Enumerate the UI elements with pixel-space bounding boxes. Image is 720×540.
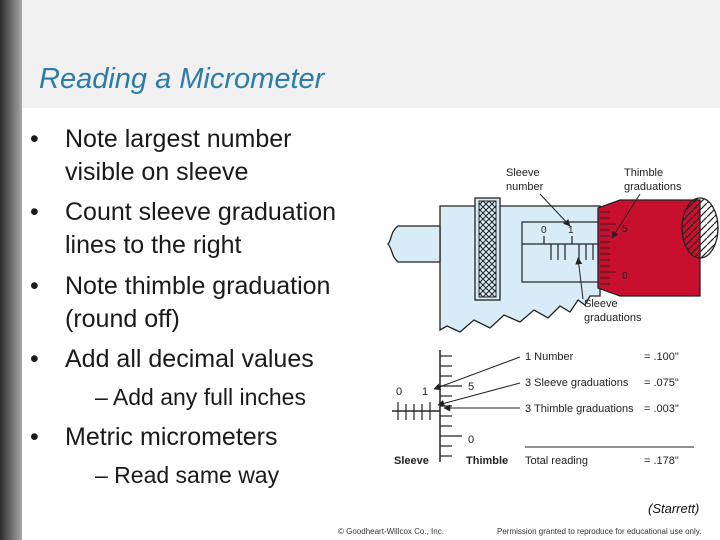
callout-sleeve-graduations: Sleeve <box>584 298 618 310</box>
sleeve-digit: 0 <box>541 225 547 236</box>
callout-thimble-graduations: graduations <box>624 181 682 193</box>
sub-bullet: – Add any full inches <box>95 384 306 410</box>
thimble-section <box>681 197 719 259</box>
bullet-line: Add all decimal values <box>65 345 314 373</box>
reading-row-label: 1 Number <box>525 351 574 363</box>
thimble-ticks <box>600 211 616 285</box>
sleeve-ticks <box>543 236 594 260</box>
detail-sleeve-ticks <box>397 402 431 420</box>
reading-row-value: = .100" <box>644 351 679 363</box>
callout-sleeve-number: number <box>506 181 544 193</box>
detail-sleeve-digit: 0 <box>396 386 402 398</box>
detail-thimble-digit: 5 <box>468 381 474 393</box>
slide-title: Reading a Micrometer <box>39 63 325 95</box>
bullet-dot: • <box>30 125 39 153</box>
sleeve-digit: 1 <box>568 225 574 236</box>
bullet-dot: • <box>30 345 39 373</box>
bullet-line: lines to the right <box>65 231 242 259</box>
thimble-digit: 5 <box>622 224 628 235</box>
bullet-dot: • <box>30 198 39 226</box>
detail-thimble-digit: 0 <box>468 434 474 446</box>
bullet-line: Note thimble graduation <box>65 272 331 300</box>
reading-row-value: = .003" <box>644 403 679 415</box>
footer-copyright: © Goodheart-Willcox Co., Inc. <box>338 527 444 536</box>
footer-permission: Permission granted to reproduce for educ… <box>497 527 702 536</box>
lock-nut-knurl <box>478 200 497 298</box>
leader-line <box>575 257 584 300</box>
bullet-dot: • <box>30 423 39 451</box>
detail-thimble-ticks <box>440 355 462 457</box>
callout-thimble-graduations: Thimble <box>624 167 663 179</box>
sub-bullet: – Read same way <box>95 462 280 488</box>
left-decor-bar <box>0 0 22 540</box>
bullet-line: (round off) <box>65 305 180 333</box>
detail-label-thimble: Thimble <box>466 455 508 467</box>
total-reading-value: = .178" <box>644 455 679 467</box>
leader-line <box>539 193 571 227</box>
bullet-dot: • <box>30 272 39 300</box>
thimble-digit: 0 <box>622 271 628 282</box>
callout-sleeve-number: Sleeve <box>506 167 540 179</box>
reading-row-label: 3 Sleeve graduations <box>525 377 629 389</box>
total-reading-label: Total reading <box>525 455 588 467</box>
reading-leader-line <box>433 356 521 391</box>
sleeve-scale-area <box>521 221 603 283</box>
reading-row-label: 3 Thimble graduations <box>525 403 634 415</box>
title-band <box>22 0 720 108</box>
thimble-body <box>597 199 701 297</box>
detail-label-sleeve: Sleeve <box>394 455 429 467</box>
bullet-line: Note largest number <box>65 125 292 153</box>
leader-line <box>611 193 641 239</box>
bullet-line: Metric micrometers <box>65 423 278 451</box>
reading-row-value: = .075" <box>644 377 679 389</box>
reading-leader-line <box>437 382 521 407</box>
image-credit: (Starrett) <box>648 501 700 516</box>
bullet-line: visible on sleeve <box>65 158 249 186</box>
spindle-stub <box>387 225 441 263</box>
bullet-line: Count sleeve graduation <box>65 198 337 226</box>
callout-sleeve-graduations: graduations <box>584 312 642 324</box>
detail-sleeve-digit: 1 <box>422 386 428 398</box>
